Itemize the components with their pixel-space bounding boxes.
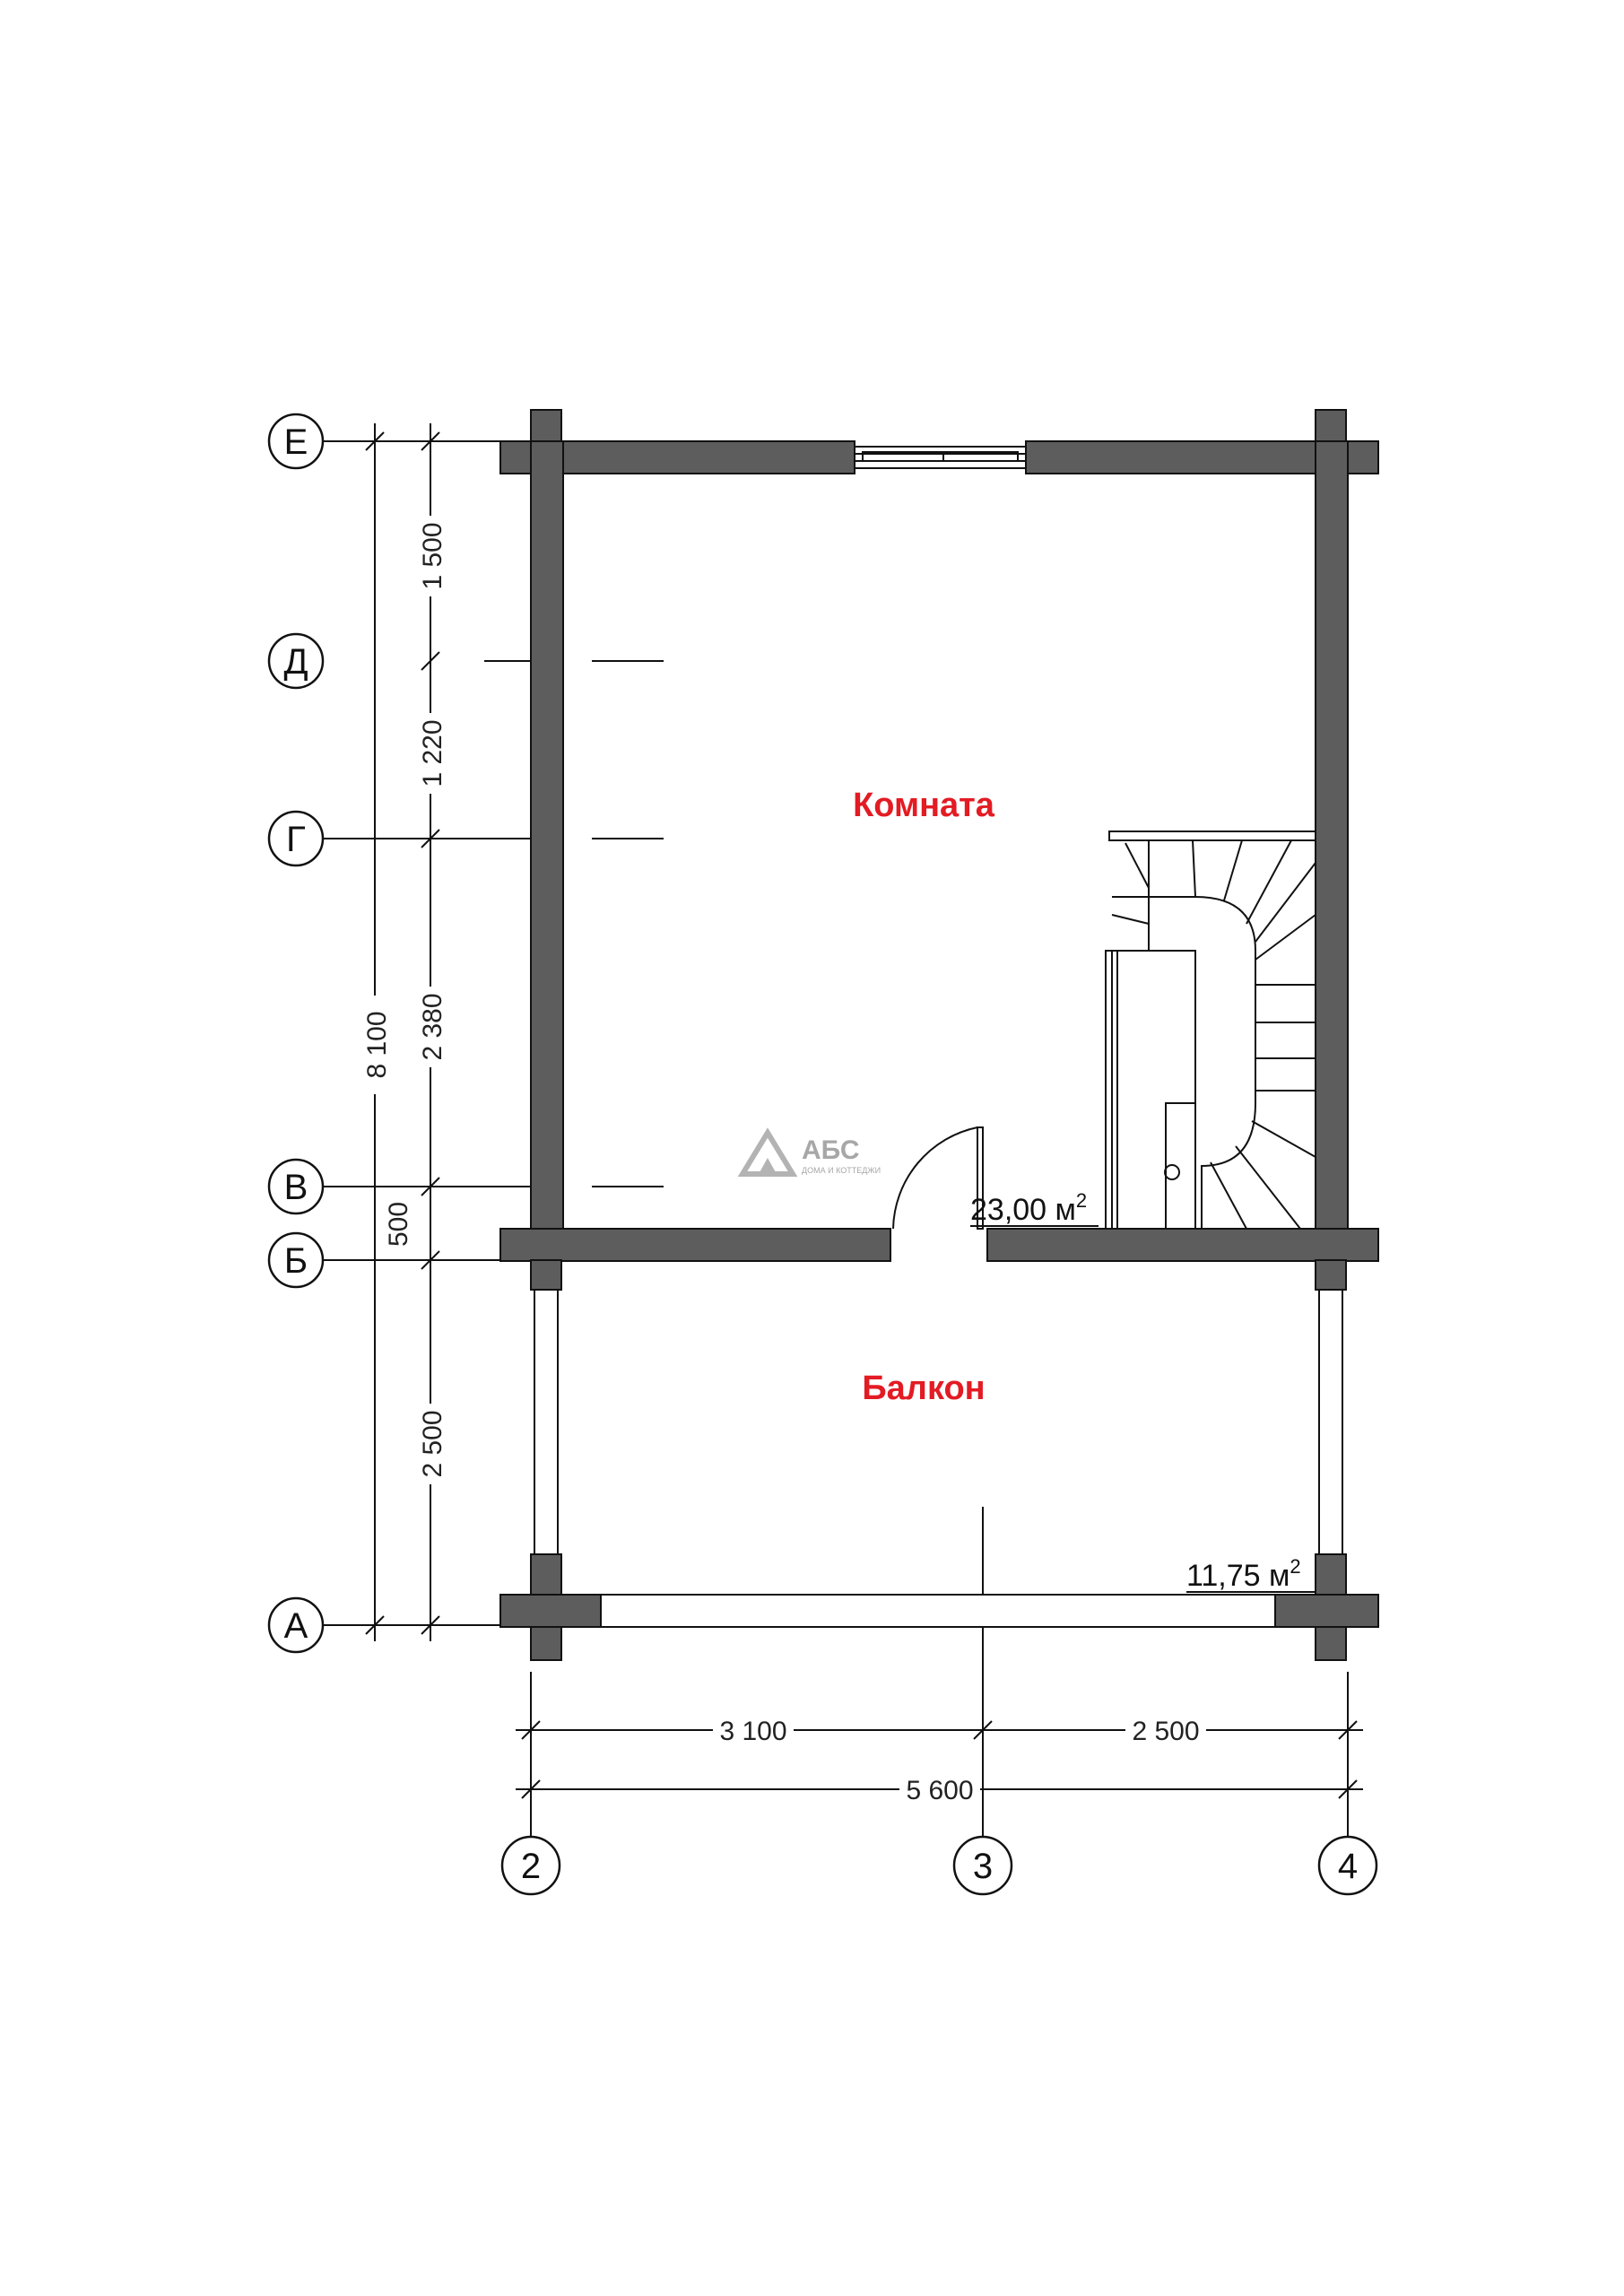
axis-row-label: А	[284, 1606, 308, 1646]
axis-row-label: Г	[286, 820, 306, 859]
dim-segment: 1 220	[418, 719, 447, 787]
dim-segment: 2 380	[418, 993, 447, 1060]
room-area: 11,75 м2	[1186, 1555, 1301, 1593]
dim-total-width: 5 600	[906, 1776, 973, 1805]
wall-bottom-left	[499, 1228, 891, 1262]
room-name: Комната	[853, 787, 995, 824]
axis-row-label: В	[284, 1168, 308, 1207]
dim-segment: 1 500	[418, 522, 447, 589]
dim-total-height: 8 100	[362, 1011, 392, 1078]
dim-segment: 500	[384, 1202, 413, 1247]
logo-watermark: АБС ДОМА И КОТТЕДЖИ	[737, 1127, 881, 1177]
window	[854, 446, 1027, 469]
axis-row-label: Д	[283, 642, 308, 682]
wall-left	[530, 440, 564, 1261]
door	[892, 1126, 984, 1230]
axis-row-label: Б	[284, 1241, 308, 1281]
dim-segment: 2 500	[1132, 1717, 1199, 1746]
logo-brand: АБС	[802, 1135, 860, 1165]
column-axis-markers	[500, 1835, 1378, 1896]
wall-right	[1315, 440, 1349, 1261]
row-axis-markers	[267, 413, 325, 1654]
grid-lines	[323, 440, 1349, 1825]
room-name: Балкон	[862, 1370, 985, 1407]
balcony-railing	[534, 1289, 1343, 1628]
dim-segment: 2 500	[418, 1410, 447, 1477]
dim-segment: 3 100	[719, 1717, 786, 1746]
wall-bottom-right	[986, 1228, 1379, 1262]
staircase	[1105, 831, 1316, 1230]
logo-tagline: ДОМА И КОТТЕДЖИ	[802, 1166, 881, 1175]
walls	[499, 409, 1379, 1661]
room-area: 23,00 м2	[970, 1189, 1087, 1227]
axis-col-label: 3	[973, 1847, 993, 1886]
axis-col-label: 2	[521, 1847, 541, 1886]
axis-row-label: Е	[284, 422, 308, 462]
axis-col-label: 4	[1338, 1847, 1358, 1886]
